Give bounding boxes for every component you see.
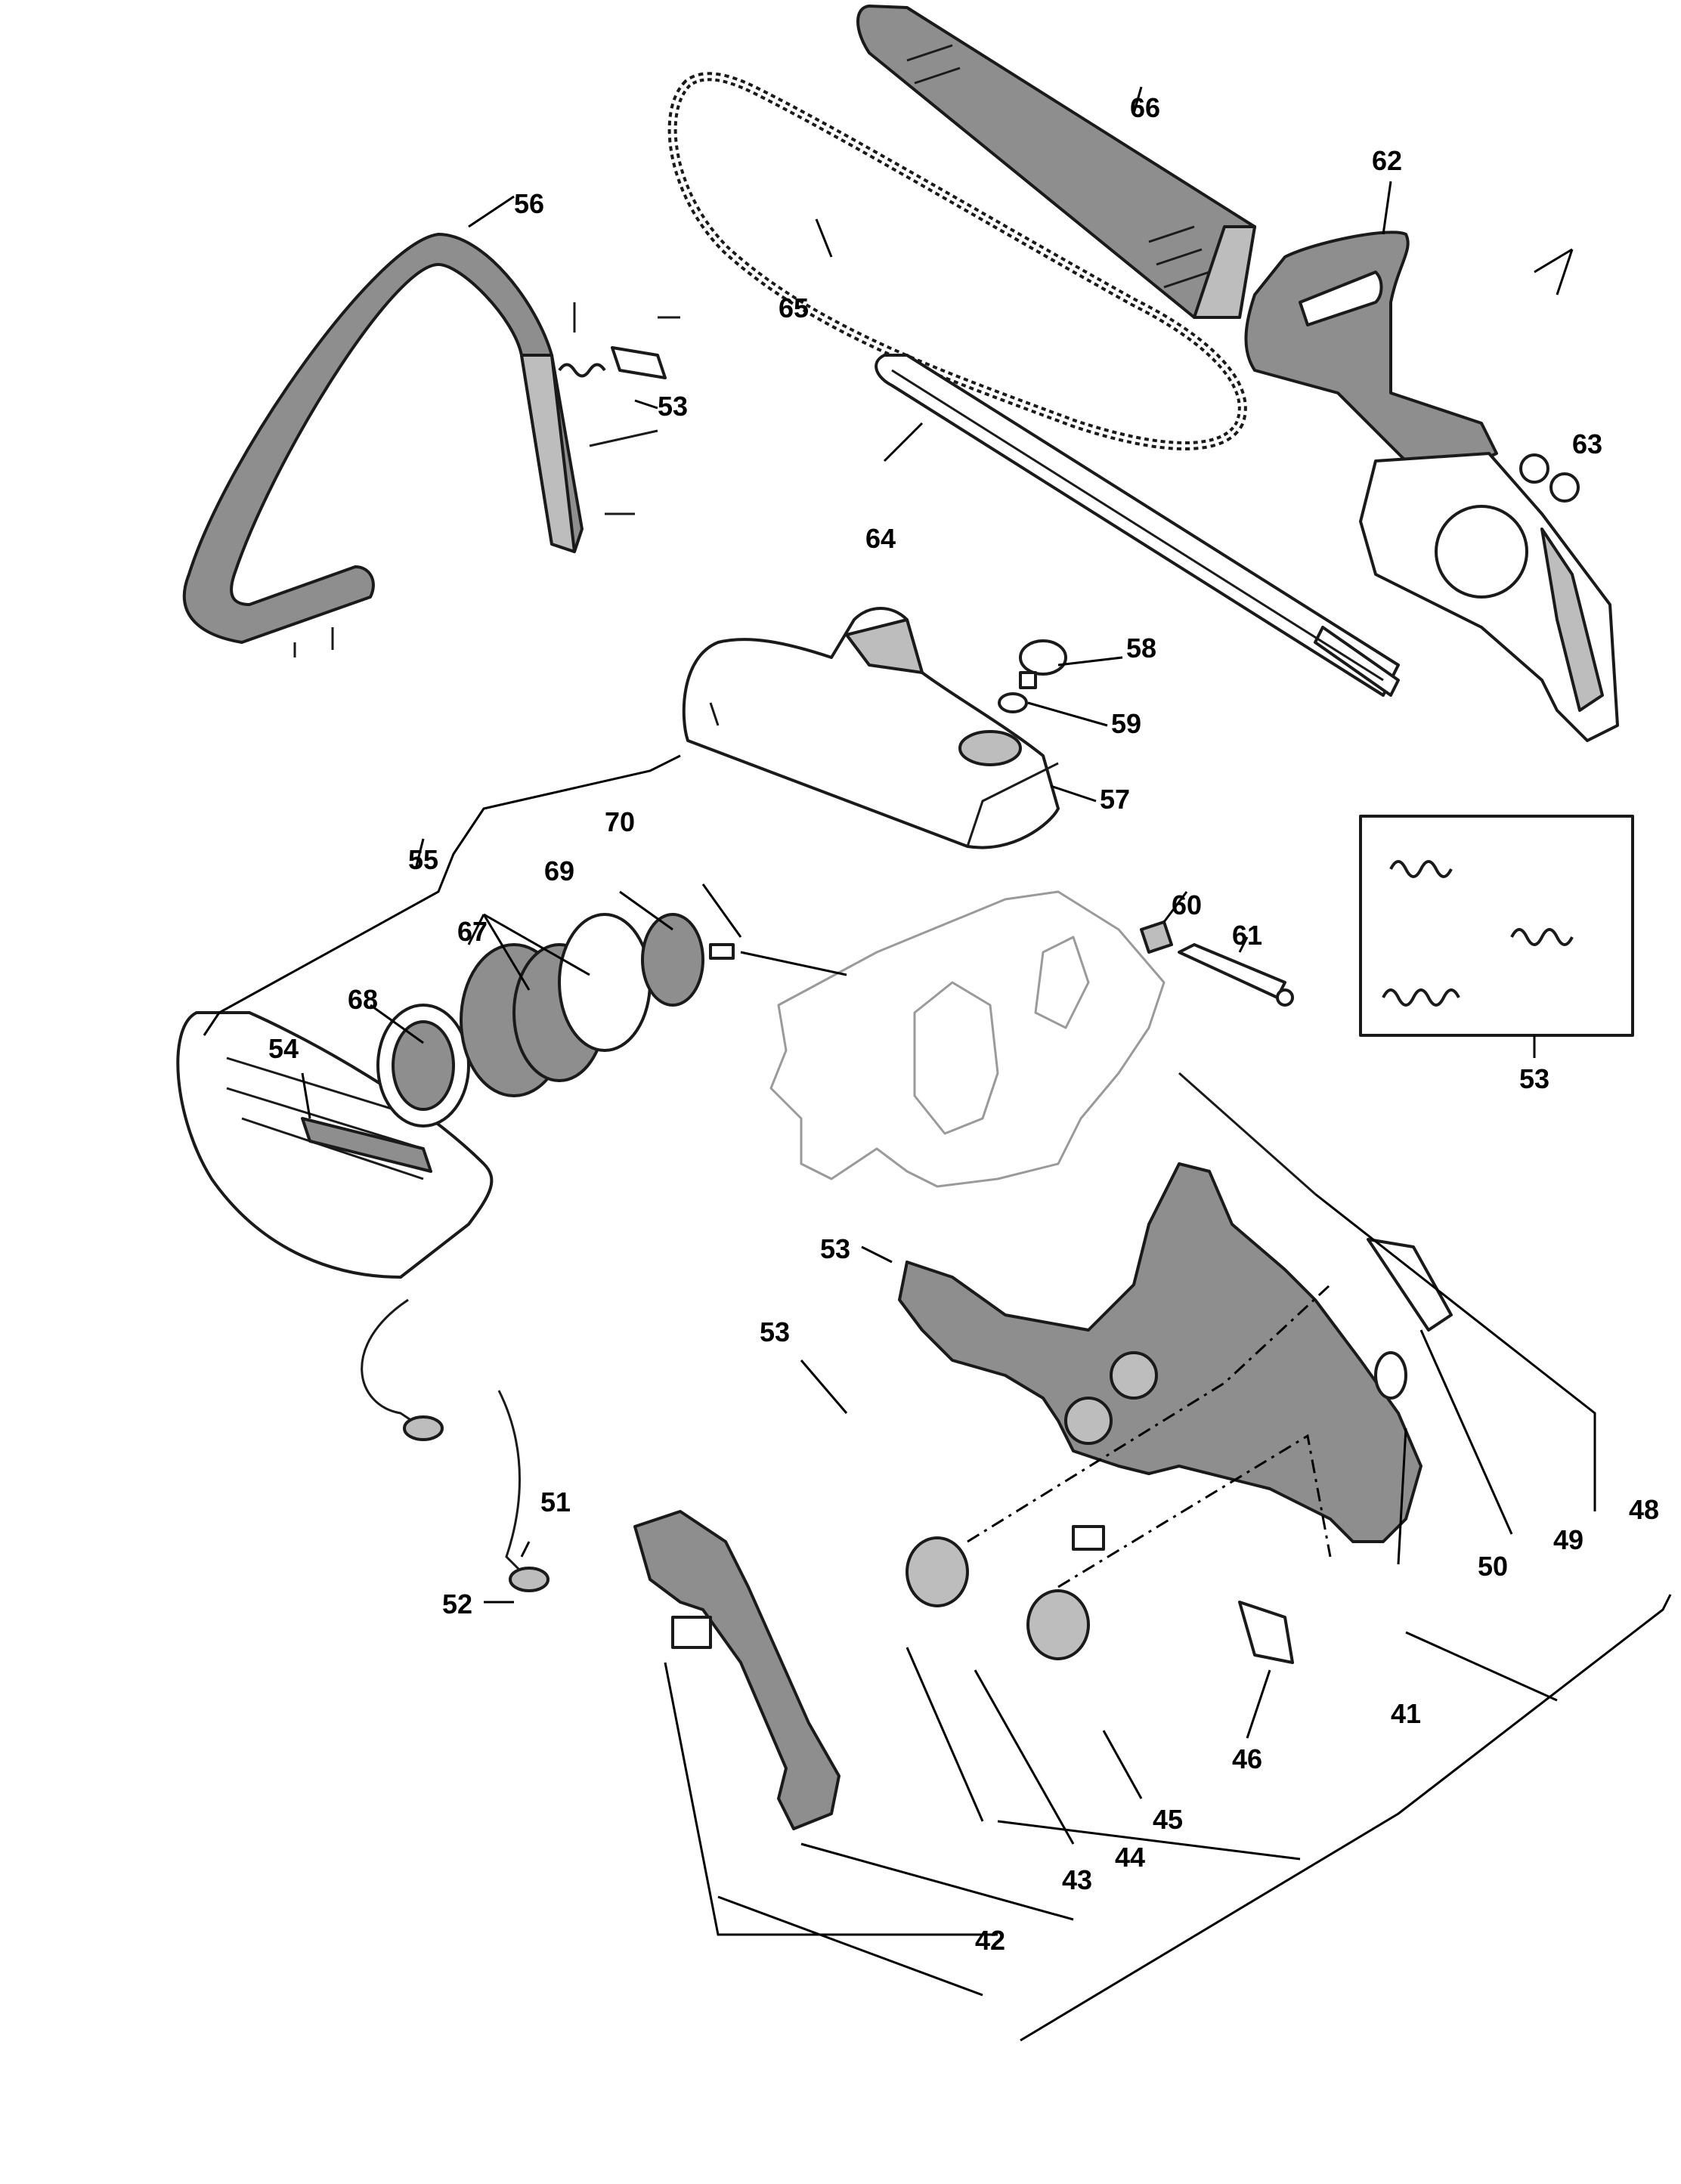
- part-58-knob: [1019, 639, 1067, 689]
- callout-54: 54: [268, 1033, 299, 1064]
- callout-65: 65: [779, 292, 809, 323]
- part-62-sprocket-cover: [1244, 230, 1619, 742]
- callout-53-middle: 53: [820, 1233, 850, 1264]
- callout-64: 64: [865, 523, 896, 554]
- part-42-handle-half: [633, 1510, 840, 1830]
- callout-43: 43: [1062, 1864, 1092, 1895]
- callout-45: 45: [1153, 1804, 1183, 1835]
- callout-62: 62: [1372, 145, 1402, 176]
- callout-55: 55: [408, 844, 438, 875]
- callout-70: 70: [605, 806, 635, 837]
- part-51-52-cable: [361, 1298, 549, 1592]
- callout-53-lower: 53: [760, 1316, 790, 1347]
- part-44-filter: [1072, 1525, 1105, 1551]
- callout-68: 68: [348, 984, 378, 1015]
- part-67-pulley: [460, 913, 652, 1097]
- callout-49: 49: [1553, 1524, 1583, 1555]
- engine-housing-outline: [769, 890, 1166, 1188]
- part-41-main-housing: [898, 1162, 1423, 1543]
- callout-63: 63: [1572, 428, 1602, 459]
- part-64-guide-bar: [875, 354, 1400, 697]
- callout-60: 60: [1172, 889, 1202, 920]
- callout-56: 56: [514, 188, 544, 219]
- callout-69: 69: [544, 855, 574, 886]
- part-50-primer: [1374, 1351, 1407, 1400]
- callout-44: 44: [1115, 1842, 1145, 1873]
- callout-51: 51: [540, 1486, 571, 1517]
- part-56-front-handle: [182, 233, 584, 644]
- callout-52: 52: [442, 1589, 472, 1619]
- part-48-cable: [1178, 1072, 1316, 1196]
- part-57-top-cover: [682, 607, 1060, 849]
- callout-50: 50: [1478, 1551, 1508, 1582]
- callout-53-handle: 53: [658, 391, 688, 422]
- callout-57: 57: [1100, 784, 1130, 815]
- callout-53-inset: 53: [1519, 1063, 1549, 1094]
- callout-42: 42: [975, 1925, 1005, 1956]
- part-49-trigger: [1367, 1238, 1453, 1332]
- part-70-screw: [709, 943, 735, 960]
- part-68-spring: [376, 1004, 470, 1128]
- callout-41: 41: [1391, 1698, 1421, 1729]
- part-60-clip: [1140, 920, 1173, 954]
- callout-66: 66: [1130, 92, 1160, 123]
- part-53-hardware-handle: [293, 302, 680, 657]
- callout-48: 48: [1629, 1494, 1659, 1525]
- part-54-starter-housing: [176, 1011, 494, 1279]
- part-46-latch: [1238, 1601, 1294, 1664]
- part-43-tank-cap: [906, 1536, 969, 1607]
- callout-46: 46: [1232, 1743, 1262, 1774]
- callout-61: 61: [1232, 920, 1262, 951]
- part-59-washer: [998, 692, 1028, 713]
- part-61-lever: [1178, 943, 1294, 1007]
- springs-inset-box: [1359, 815, 1634, 1037]
- part-69-hub: [641, 913, 704, 1007]
- centre-lines: [967, 1283, 1332, 1589]
- part-45-oil-cap: [1026, 1589, 1090, 1660]
- callout-58: 58: [1126, 633, 1156, 664]
- leader-lines: [301, 86, 1596, 1997]
- callout-59: 59: [1111, 708, 1141, 739]
- part-66-bar-cover: [856, 5, 1256, 319]
- group-brackets: [203, 754, 1672, 2042]
- callout-67: 67: [457, 916, 488, 947]
- part-65-saw-chain: [667, 72, 1247, 450]
